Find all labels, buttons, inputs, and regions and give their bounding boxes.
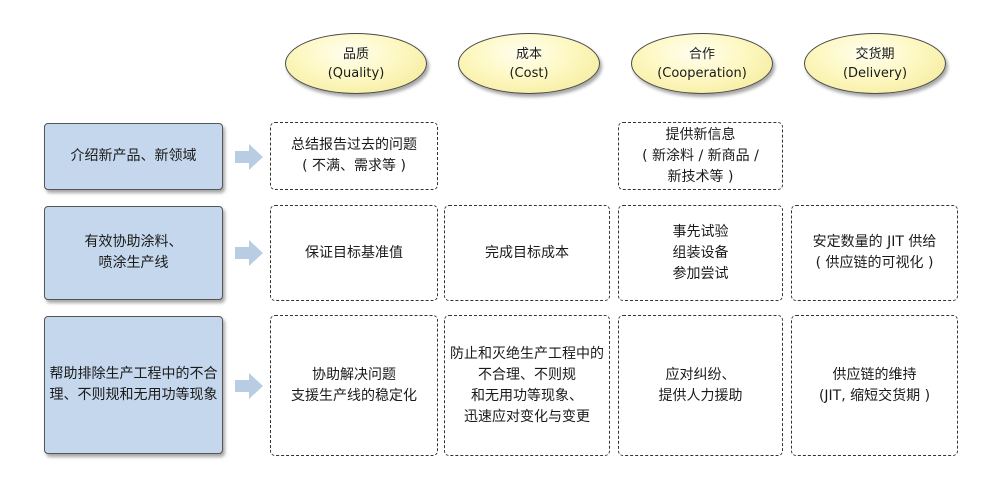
- right-arrow-icon: [235, 240, 263, 266]
- column-header-cooperation: 合作 (Cooperation): [631, 33, 773, 94]
- column-header-label: 成本: [515, 46, 542, 62]
- column-header-delivery: 交货期 (Delivery): [804, 33, 946, 94]
- cell-text: 迅速应对变化与变更: [464, 408, 590, 425]
- column-header-sublabel: (Quality): [327, 65, 385, 81]
- cell-text: 组装设备: [672, 244, 729, 261]
- row-header-label: 有效协助涂料、: [84, 234, 183, 250]
- right-arrow-icon: [235, 144, 263, 170]
- column-header-label: 品质: [342, 46, 369, 62]
- row-header-new-products: 介绍新产品、新领域: [44, 123, 223, 190]
- right-arrow-icon: [235, 373, 263, 399]
- cell-r3-cost: 防止和灭绝生产工程中的 不合理、不则规 和无用功等现象、 迅速应对变化与变更: [444, 315, 610, 456]
- column-header-label: 交货期: [855, 46, 895, 62]
- cell-text: 协助解决问题: [312, 366, 396, 383]
- cell-text: 事先试验: [672, 223, 729, 240]
- cell-r2-cooperation: 事先试验 组装设备 参加尝试: [618, 205, 783, 301]
- cell-text: 总结报告过去的问题: [291, 137, 417, 153]
- cell-text: 保证目标基准值: [305, 244, 403, 261]
- row-header-label: 介绍新产品、新领域: [70, 148, 197, 164]
- cell-text: ( 新涂料 / 新商品 /: [642, 147, 759, 164]
- column-header-cost: 成本 (Cost): [458, 33, 600, 94]
- cell-text: 安定数量的 JIT 供给: [812, 234, 937, 250]
- row-header-label: 理、不则规和无用功等现象: [49, 387, 218, 403]
- cell-r2-cost: 完成目标成本: [444, 205, 610, 301]
- cell-text: 参加尝试: [672, 265, 729, 282]
- cell-r1-cooperation: 提供新信息 ( 新涂料 / 新商品 / 新技术等 ): [618, 122, 783, 190]
- cell-r3-cooperation: 应对纠纷、 提供人力援助: [618, 315, 783, 456]
- cell-text: 防止和灭绝生产工程中的: [450, 345, 604, 362]
- cell-r1-quality: 总结报告过去的问题 ( 不满、需求等 ): [270, 122, 438, 190]
- row-header-label: 喷涂生产线: [98, 255, 169, 271]
- cell-r3-quality: 协助解决问题 支援生产线的稳定化: [270, 315, 438, 456]
- row-header-label: 帮助排除生产工程中的不合: [49, 366, 218, 382]
- cell-text: 供应链的维持: [832, 366, 917, 383]
- cell-text: 支援生产线的稳定化: [291, 387, 417, 404]
- cell-r2-quality: 保证目标基准值: [270, 205, 438, 301]
- cell-text: ( 供应链的可视化 ): [815, 255, 934, 271]
- row-header-eliminate-waste: 帮助排除生产工程中的不合 理、不则规和无用功等现象: [44, 316, 223, 454]
- column-header-sublabel: (Cost): [509, 65, 549, 81]
- column-header-sublabel: (Delivery): [842, 65, 908, 81]
- cell-text: ( 不满、需求等 ): [302, 158, 406, 174]
- cell-text: 和无用功等现象、: [471, 387, 583, 404]
- cell-text: 提供新信息: [665, 126, 736, 143]
- cell-text: 应对纠纷、: [665, 366, 736, 383]
- column-header-label: 合作: [688, 46, 715, 62]
- cell-text: 完成目标成本: [485, 244, 569, 261]
- cell-text: 新技术等 ): [667, 168, 734, 185]
- cell-text: (JIT, 缩短交货期 ): [818, 387, 931, 404]
- cell-r2-delivery: 安定数量的 JIT 供给 ( 供应链的可视化 ): [791, 205, 958, 301]
- column-header-sublabel: (Cooperation): [657, 65, 747, 81]
- row-header-assist-coating: 有效协助涂料、 喷涂生产线: [44, 206, 223, 300]
- cell-text: 不合理、不则规: [478, 366, 576, 383]
- cell-text: 提供人力援助: [658, 387, 743, 404]
- cell-r3-delivery: 供应链的维持 (JIT, 缩短交货期 ): [791, 315, 958, 456]
- column-header-quality: 品质 (Quality): [285, 33, 427, 94]
